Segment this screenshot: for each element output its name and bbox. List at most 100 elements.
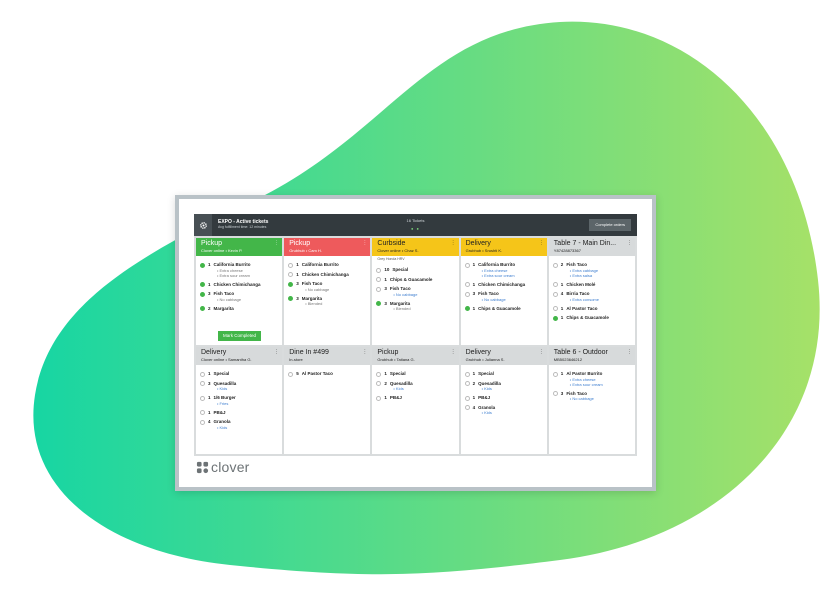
unchecked-circle-icon[interactable] [464, 282, 470, 287]
checked-circle-icon[interactable] [288, 281, 294, 287]
unchecked-circle-icon[interactable] [288, 262, 294, 268]
more-options-icon[interactable]: ⋮ [626, 240, 632, 246]
more-options-icon[interactable]: ⋮ [450, 240, 456, 246]
checked-circle-icon[interactable] [200, 282, 205, 287]
more-options-icon[interactable]: ⋮ [274, 240, 280, 246]
gear-icon[interactable] [194, 214, 212, 236]
unchecked-circle-icon[interactable] [376, 267, 382, 273]
ticket-header[interactable]: Table 7 - Main Din...Y87428873367⋮ [548, 238, 635, 256]
unchecked-circle-icon[interactable] [376, 381, 382, 386]
complete-orders-button[interactable]: Complete orders [589, 219, 631, 231]
more-options-icon[interactable]: ⋮ [538, 349, 544, 355]
checked-circle-icon[interactable] [200, 291, 205, 297]
more-options-icon[interactable]: ⋮ [274, 349, 280, 355]
unchecked-circle-icon[interactable] [200, 410, 205, 415]
checked-circle-icon[interactable] [464, 306, 470, 311]
checked-circle-icon[interactable] [288, 296, 294, 301]
unchecked-circle-icon[interactable] [464, 371, 470, 377]
unchecked-circle-icon[interactable] [376, 286, 382, 292]
unchecked-circle-icon[interactable] [288, 272, 294, 277]
checked-circle-icon[interactable] [200, 262, 205, 268]
more-options-icon[interactable]: ⋮ [538, 240, 544, 246]
unchecked-circle-icon[interactable] [376, 277, 382, 282]
unchecked-circle-icon[interactable] [464, 395, 470, 401]
unchecked-circle-icon[interactable] [552, 306, 558, 311]
unchecked-circle-icon[interactable] [552, 282, 558, 287]
more-options-icon[interactable]: ⋮ [362, 240, 368, 246]
unchecked-circle-icon[interactable] [464, 291, 470, 297]
unchecked-circle-icon[interactable] [464, 262, 470, 268]
unchecked-circle-icon[interactable] [552, 262, 558, 268]
checked-circle-icon[interactable] [200, 306, 205, 311]
unchecked-circle-icon[interactable] [552, 371, 558, 377]
unchecked-circle-icon[interactable] [376, 371, 382, 377]
unchecked-circle-icon[interactable] [552, 291, 558, 297]
more-options-icon[interactable]: ⋮ [450, 349, 456, 355]
unchecked-circle-icon[interactable] [288, 371, 294, 377]
unchecked-circle-icon[interactable] [464, 405, 470, 410]
unchecked-circle-icon[interactable] [464, 381, 470, 386]
checked-circle-icon[interactable] [552, 315, 558, 321]
mark-completed-button[interactable]: Mark Completed [218, 331, 262, 341]
checked-circle-icon[interactable] [376, 301, 382, 306]
more-options-icon[interactable]: ⋮ [362, 349, 368, 355]
more-options-icon[interactable]: ⋮ [626, 349, 632, 355]
unchecked-circle-icon[interactable] [200, 381, 205, 386]
unchecked-circle-icon[interactable] [552, 391, 558, 396]
unchecked-circle-icon[interactable] [200, 395, 205, 401]
